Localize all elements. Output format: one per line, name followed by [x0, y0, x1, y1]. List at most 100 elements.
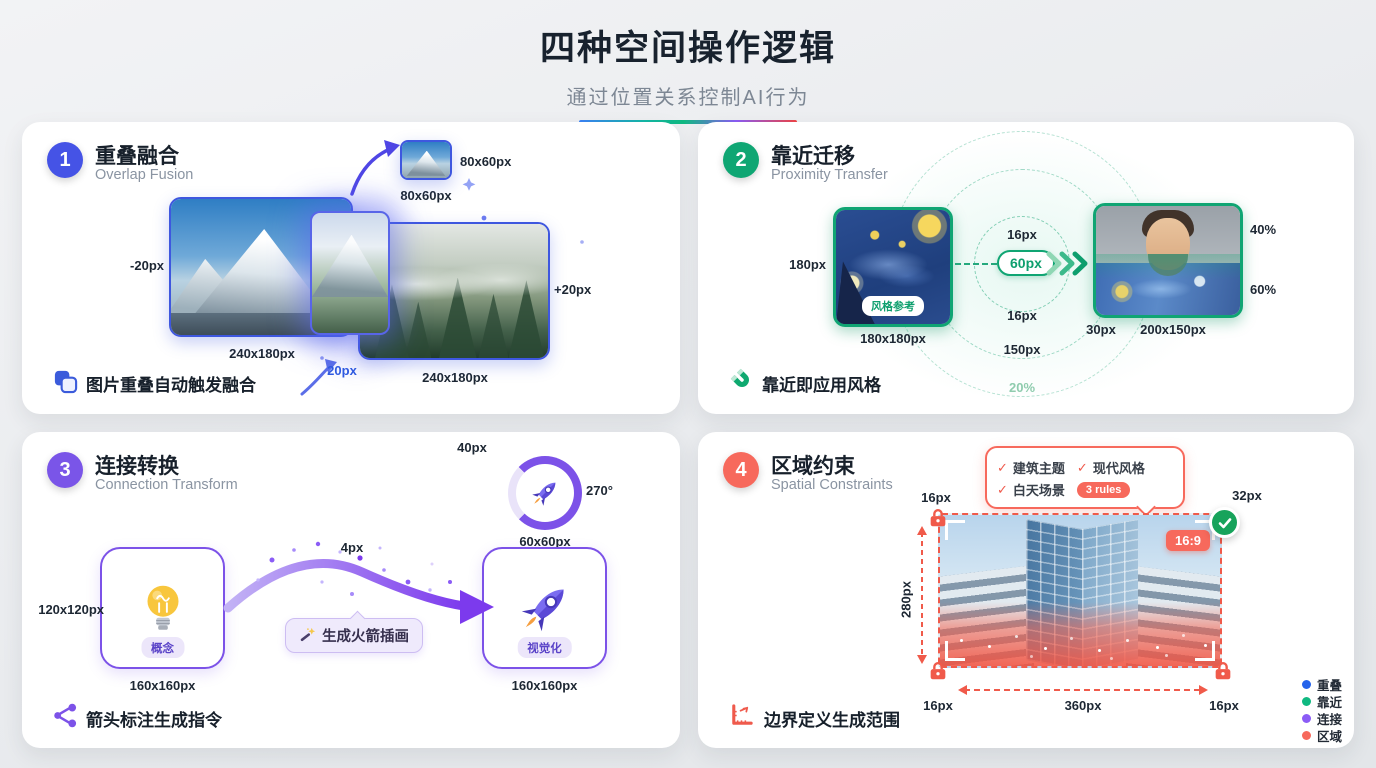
legend-item-connection: 连接	[1302, 710, 1342, 727]
panel-overlap-fusion: 1 重叠融合 Overlap Fusion	[22, 122, 680, 414]
panel-connection-transform: 3 连接转换 Connection Transform 40px 270°	[22, 432, 680, 748]
page-title: 四种空间操作逻辑	[539, 29, 836, 68]
forest-art	[360, 224, 548, 358]
style-reference-image: 风格参考	[833, 207, 953, 327]
legend-dot-green	[1302, 697, 1311, 706]
panel3-subtitle: Connection Transform	[95, 477, 238, 493]
label-ring-angle: 270°	[586, 483, 613, 498]
magic-wand-icon	[299, 627, 316, 644]
label-margin-top-right: 32px	[1232, 488, 1262, 503]
portrait-image	[1093, 203, 1243, 318]
label-ring-percent: 20%	[1008, 380, 1036, 395]
label-margin-bottom-left: 16px	[923, 698, 953, 713]
chevrons-right-icon	[1045, 250, 1093, 277]
panel1-number-badge: 1	[47, 142, 83, 178]
panel4-subtitle: Spatial Constraints	[771, 477, 893, 493]
label-img2-size: 240x180px	[422, 370, 488, 385]
panel3-number-badge: 3	[47, 452, 83, 488]
ruler-icon	[728, 702, 755, 729]
label-right-box-dims: 160x160px	[511, 678, 578, 693]
ring-rocket-icon	[516, 464, 574, 522]
rule1-text: 建筑主题	[1012, 461, 1065, 476]
aspect-ratio-badge: 16:9	[1166, 530, 1211, 551]
panel3-caption: 箭头标注生成指令	[86, 711, 222, 730]
check-icon: ✓	[997, 459, 1008, 475]
legend-dot-blue	[1302, 680, 1311, 689]
label-left-box-dims: 160x160px	[129, 678, 196, 693]
forest-image	[358, 222, 550, 360]
label-pos-offset: +20px	[554, 282, 592, 297]
label-right-offset: 30px	[1086, 322, 1116, 337]
lock-icon	[927, 660, 949, 682]
check-icon: ✓	[997, 481, 1008, 497]
gradient-underline	[579, 120, 797, 124]
proximity-connector	[955, 263, 997, 265]
visualization-box: 视觉化	[482, 547, 607, 669]
lock-icon	[927, 507, 949, 529]
rule3-text: 白天场景	[1012, 483, 1065, 498]
label-img1-size: 240x180px	[229, 346, 295, 361]
label-pct-bottom: 60%	[1250, 282, 1277, 297]
label-thumb-size-below: 80x60px	[400, 188, 452, 203]
label-ring-size: 60x60px	[519, 534, 571, 549]
header: 四种空间操作逻辑 通过位置关系控制AI行为	[0, 20, 1376, 124]
lightbulb-icon	[132, 577, 194, 639]
panel1-caption: 图片重叠自动触发融合	[86, 376, 256, 395]
color-legend: 重叠 靠近 连接 区域	[1302, 676, 1342, 744]
rules-count-badge: 3 rules	[1076, 481, 1131, 498]
valid-check-icon	[1209, 507, 1240, 538]
legend-label: 靠近	[1317, 696, 1343, 710]
panel2-title: 靠近迁移	[771, 145, 855, 168]
panel1-subtitle: Overlap Fusion	[95, 167, 194, 183]
label-margin-top-left: 16px	[921, 490, 951, 505]
label-stroke-width: 4px	[340, 540, 364, 555]
panel4-caption: 边界定义生成范围	[764, 711, 900, 730]
panel1-title: 重叠融合	[95, 145, 179, 168]
style-reference-tag: 风格参考	[862, 296, 924, 316]
label-gap-top: 16px	[1007, 227, 1037, 242]
legend-dot-purple	[1302, 714, 1311, 723]
panel-spatial-constraints: 4 区域约束 Spatial Constraints ✓ 建筑主题 ✓ 现代风格…	[698, 432, 1354, 748]
panel2-caption: 靠近即应用风格	[762, 376, 881, 395]
legend-item-proximity: 靠近	[1302, 693, 1342, 710]
label-left-size: 180x180px	[860, 331, 926, 346]
portrait-art	[1096, 206, 1240, 315]
label-neg-offset: -20px	[130, 258, 164, 273]
gap-distance-pill: 60px	[997, 250, 1055, 276]
label-width: 360px	[1064, 698, 1102, 713]
lock-icon	[1212, 660, 1234, 682]
legend-item-overlap: 重叠	[1302, 676, 1342, 693]
label-thumb-size-right: 80x60px	[460, 154, 512, 169]
panel-proximity-transfer: 2 靠近迁移 Proximity Transfer 风格参考 60px 180p…	[698, 122, 1354, 414]
page-subtitle: 通过位置关系控制AI行为	[566, 87, 810, 109]
panel2-subtitle: Proximity Transfer	[771, 167, 888, 183]
legend-item-region: 区域	[1302, 727, 1342, 744]
rules-tooltip: ✓ 建筑主题 ✓ 现代风格 ✓ 白天场景 3 rules	[985, 446, 1185, 509]
label-ring-top: 40px	[457, 440, 487, 455]
legend-label: 区域	[1317, 730, 1343, 744]
label-right-size: 200x150px	[1140, 322, 1206, 337]
visualization-tag: 视觉化	[517, 637, 572, 658]
label-pct-top: 40%	[1250, 222, 1277, 237]
label-ring-radius: 150px	[1003, 342, 1041, 357]
check-icon: ✓	[1076, 459, 1088, 475]
label-overlap-gap: 20px	[327, 363, 357, 378]
legend-label: 重叠	[1317, 679, 1343, 693]
magnet-icon	[728, 366, 756, 394]
legend-label: 连接	[1317, 713, 1343, 727]
generate-tooltip-text: 生成火箭插画	[322, 629, 409, 645]
panel4-title: 区域约束	[771, 455, 855, 478]
generate-tooltip: 生成火箭插画	[285, 618, 423, 653]
label-height: 280px	[898, 581, 914, 618]
fusion-thumbnail	[400, 140, 452, 180]
overlap-squares-icon	[52, 368, 79, 395]
rule2-text: 现代风格	[1092, 461, 1145, 476]
panel3-title: 连接转换	[95, 455, 179, 478]
panel2-number-badge: 2	[723, 142, 759, 178]
label-margin-bottom-right: 16px	[1209, 698, 1239, 713]
share-nodes-icon	[52, 702, 79, 729]
concept-box: 概念	[100, 547, 225, 669]
label-gap-bottom: 16px	[1007, 308, 1037, 323]
panel4-number-badge: 4	[723, 452, 759, 488]
